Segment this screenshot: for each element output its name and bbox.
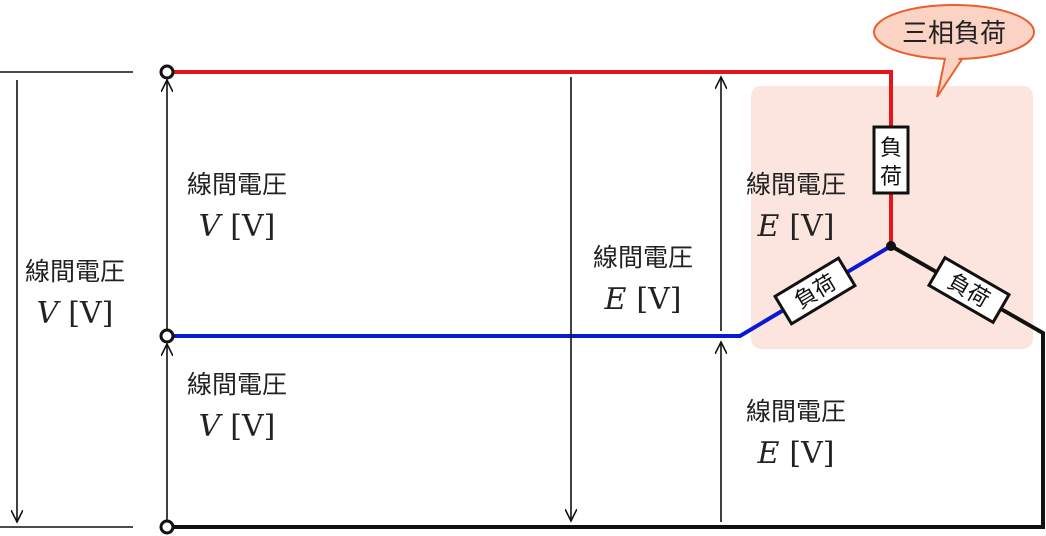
svg-text:負: 負 — [880, 136, 902, 161]
svg-text:線間電圧: 線間電圧 — [746, 170, 846, 199]
svg-text:荷: 荷 — [880, 165, 902, 190]
label-bottom-left-line-voltage: 線間電圧 V[V] — [187, 370, 287, 444]
label-top-left-line-voltage: 線間電圧 V[V] — [187, 170, 287, 244]
svg-text:V[V]: V[V] — [199, 209, 276, 244]
label-middle-line-voltage: 線間電圧 E[V] — [593, 243, 693, 317]
neutral-point — [886, 241, 896, 251]
label-right-lower-line-voltage: 線間電圧 E[V] — [746, 397, 846, 471]
terminal-s — [159, 328, 175, 344]
svg-text:V[V]: V[V] — [199, 409, 276, 444]
svg-text:線間電圧: 線間電圧 — [187, 170, 287, 199]
label-right-upper-line-voltage: 線間電圧 E[V] — [746, 170, 846, 244]
svg-text:線間電圧: 線間電圧 — [746, 397, 846, 426]
svg-text:線間電圧: 線間電圧 — [187, 370, 287, 399]
label-outer-line-voltage: 線間電圧 V[V] — [25, 257, 125, 331]
load-r: 負 荷 — [872, 125, 910, 195]
terminal-r — [159, 64, 175, 80]
svg-text:線間電圧: 線間電圧 — [25, 257, 125, 286]
svg-text:線間電圧: 線間電圧 — [593, 243, 693, 272]
bubble-tail-cover — [940, 53, 962, 90]
svg-text:E[V]: E[V] — [757, 209, 835, 244]
terminal-t — [159, 519, 175, 535]
svg-text:V[V]: V[V] — [37, 296, 114, 331]
svg-text:E[V]: E[V] — [757, 436, 835, 471]
bubble-text: 三相負荷 — [902, 19, 1006, 49]
svg-text:E[V]: E[V] — [604, 282, 682, 317]
